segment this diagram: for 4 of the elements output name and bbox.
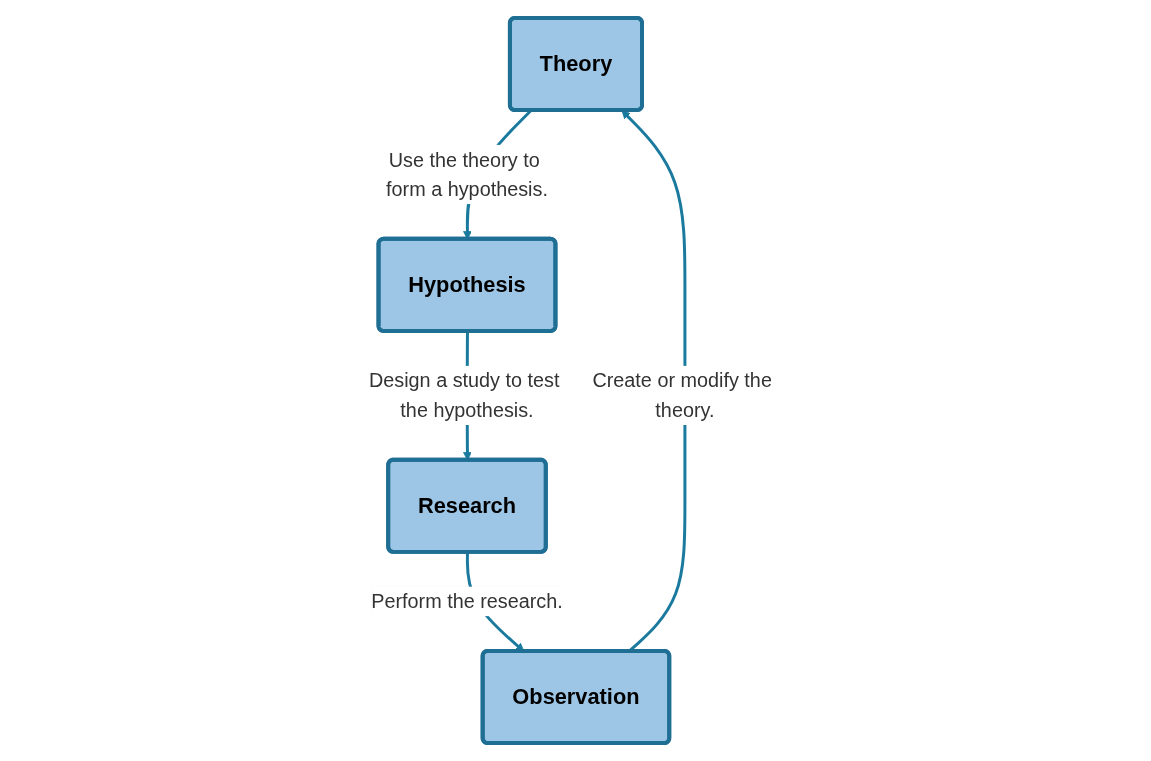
edge-label: Perform the research.: [370, 590, 563, 613]
edge-label: Design a study to test the hypothesis.: [368, 369, 560, 422]
edge-label: Create or modify the theory.: [591, 369, 772, 422]
edge-label: Use the theory to form a hypothesis.: [385, 148, 548, 201]
